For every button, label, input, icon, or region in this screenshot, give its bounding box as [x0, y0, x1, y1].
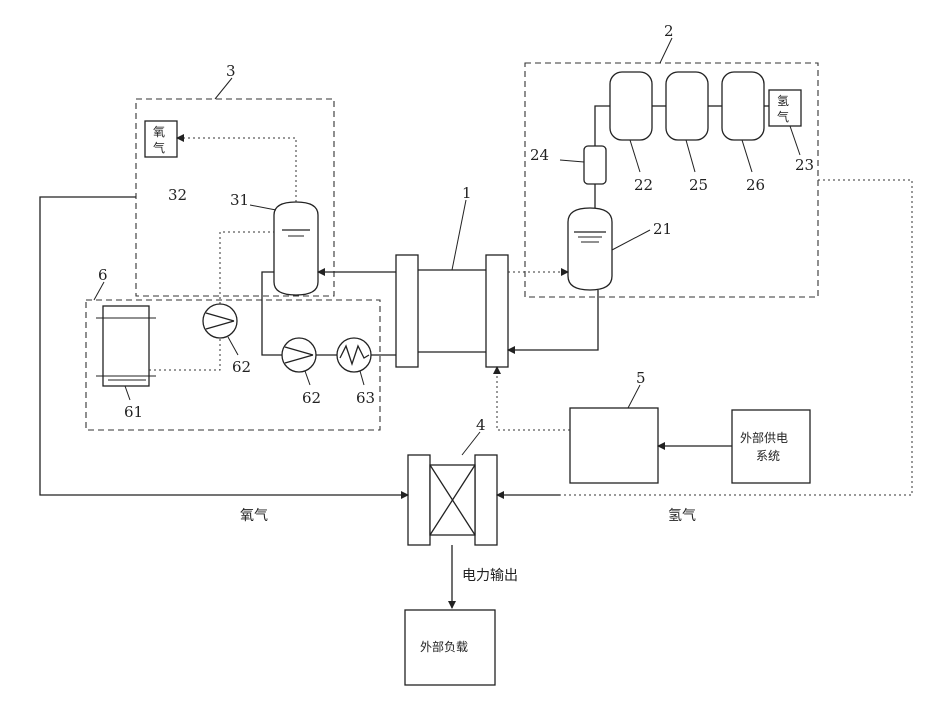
label-61: 61 — [124, 403, 143, 421]
label-23: 23 — [795, 156, 814, 174]
label-62-lower: 62 — [302, 389, 321, 407]
external-supply-box — [732, 410, 810, 483]
hydrogen-tank-label-1: 氢 — [777, 93, 789, 108]
dryer-24 — [584, 146, 606, 184]
label-6: 6 — [98, 266, 108, 284]
label-5: 5 — [636, 369, 646, 387]
hydrogen-separator — [568, 208, 650, 290]
fuel-cell — [408, 432, 497, 545]
storage-tank-25 — [666, 72, 708, 140]
hydrogen-supply-line — [497, 180, 912, 495]
label-26: 26 — [746, 176, 765, 194]
label-25: 25 — [689, 176, 708, 194]
pump-62-upper — [203, 304, 238, 355]
water-tank — [96, 306, 156, 400]
oxygen-separator — [250, 202, 318, 295]
electrolyzer-stack — [396, 200, 508, 367]
oxygen-tank-label-2: 气 — [153, 140, 165, 155]
label-62-upper: 62 — [232, 358, 251, 376]
pump-62-lower — [282, 338, 316, 385]
oxygen-tank-label-1: 氧 — [153, 125, 165, 139]
external-load-label: 外部负载 — [420, 639, 468, 654]
water-feed-line — [149, 338, 220, 370]
control-line — [497, 367, 570, 430]
label-32: 32 — [168, 186, 187, 204]
label-3: 3 — [226, 62, 236, 80]
controller-box — [570, 408, 658, 483]
label-22: 22 — [634, 176, 653, 194]
hydrogen-return-line — [508, 290, 598, 350]
external-supply-label-2: 系统 — [756, 449, 780, 463]
power-output-label: 电力输出 — [462, 568, 518, 584]
oxygen-flow-label: 氧气 — [240, 508, 268, 524]
label-2: 2 — [664, 22, 674, 40]
label-63: 63 — [356, 389, 375, 407]
storage-tank-22 — [610, 72, 652, 140]
label-24: 24 — [530, 146, 549, 164]
label-21: 21 — [653, 220, 672, 238]
heat-exchanger-63 — [337, 338, 371, 385]
hydrogen-tank-label-2: 气 — [777, 109, 789, 124]
label-31: 31 — [230, 191, 249, 209]
label-1: 1 — [462, 184, 472, 202]
hydrogen-flow-label: 氢气 — [668, 508, 696, 524]
label-4: 4 — [476, 416, 486, 434]
storage-tank-26 — [722, 72, 764, 140]
external-supply-label-1: 外部供电 — [740, 430, 788, 445]
